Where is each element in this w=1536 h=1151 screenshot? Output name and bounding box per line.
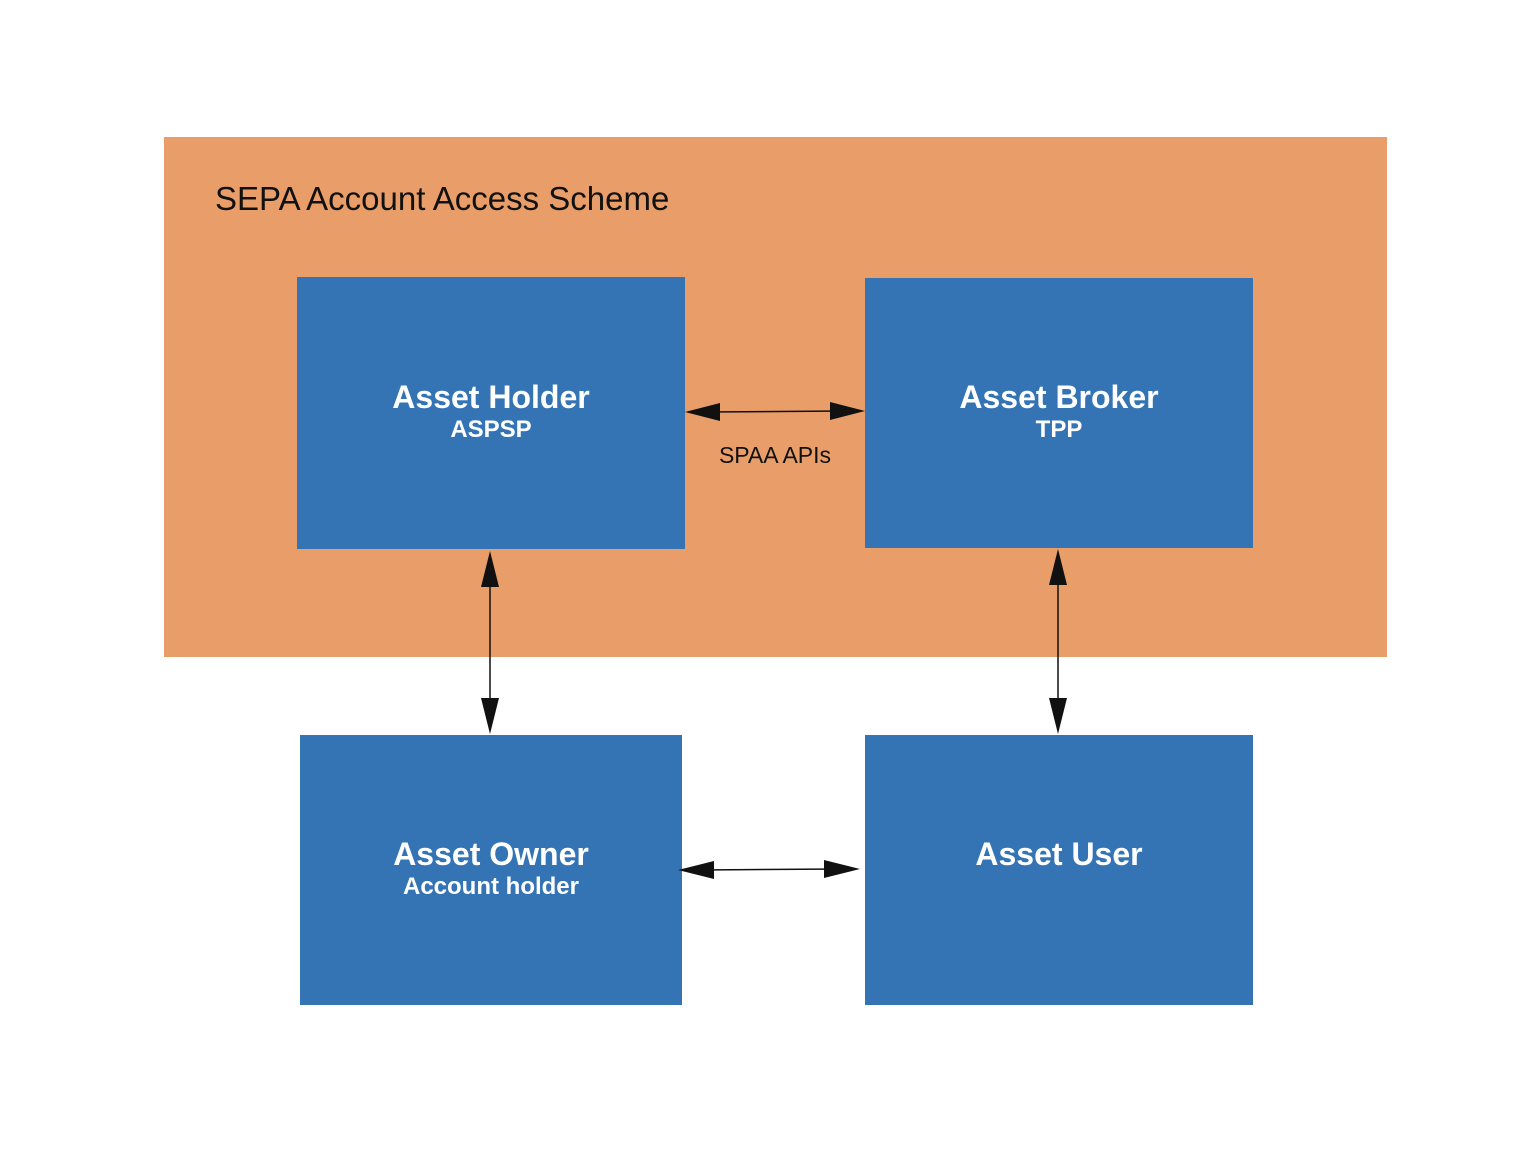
- asset-owner-subtitle: Account holder: [402, 873, 579, 900]
- scheme-title: SEPA Account Access Scheme: [215, 180, 670, 217]
- asset-broker-title: Asset Broker: [959, 379, 1159, 415]
- asset-broker-box: Asset Broker TPP: [865, 278, 1253, 548]
- asset-broker-subtitle: TPP: [1035, 416, 1083, 443]
- asset-owner-box: Asset Owner Account holder: [300, 735, 682, 1005]
- asset-user-box: Asset User: [865, 735, 1253, 1005]
- asset-user-title: Asset User: [975, 836, 1143, 872]
- asset-holder-title: Asset Holder: [392, 379, 590, 415]
- asset-holder-subtitle: ASPSP: [450, 416, 532, 443]
- asset-holder-box: Asset Holder ASPSP: [297, 277, 685, 549]
- arrow-owner-user: [678, 860, 860, 879]
- asset-owner-title: Asset Owner: [393, 836, 589, 872]
- spaa-apis-label: SPAA APIs: [718, 442, 832, 468]
